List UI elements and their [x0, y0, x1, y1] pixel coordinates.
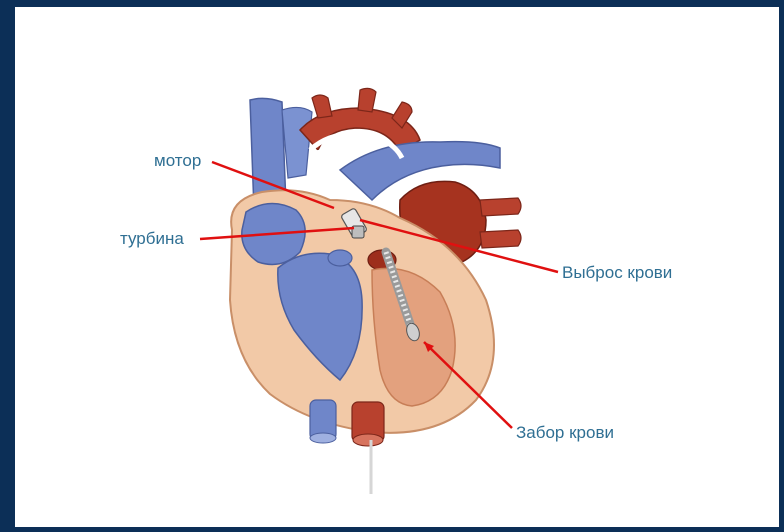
aorta-branch-2 [358, 88, 376, 112]
label-blood-outflow: Выброс крови [562, 263, 672, 283]
tricuspid-valve [328, 250, 352, 266]
pulmonary-vein-1 [480, 198, 521, 216]
label-blood-inflow: Забор крови [516, 423, 614, 443]
label-turbine: турбина [120, 229, 184, 249]
pulmonary-vein-2 [480, 230, 521, 248]
label-motor: мотор [154, 151, 201, 171]
aorta-branch-1 [312, 95, 332, 118]
